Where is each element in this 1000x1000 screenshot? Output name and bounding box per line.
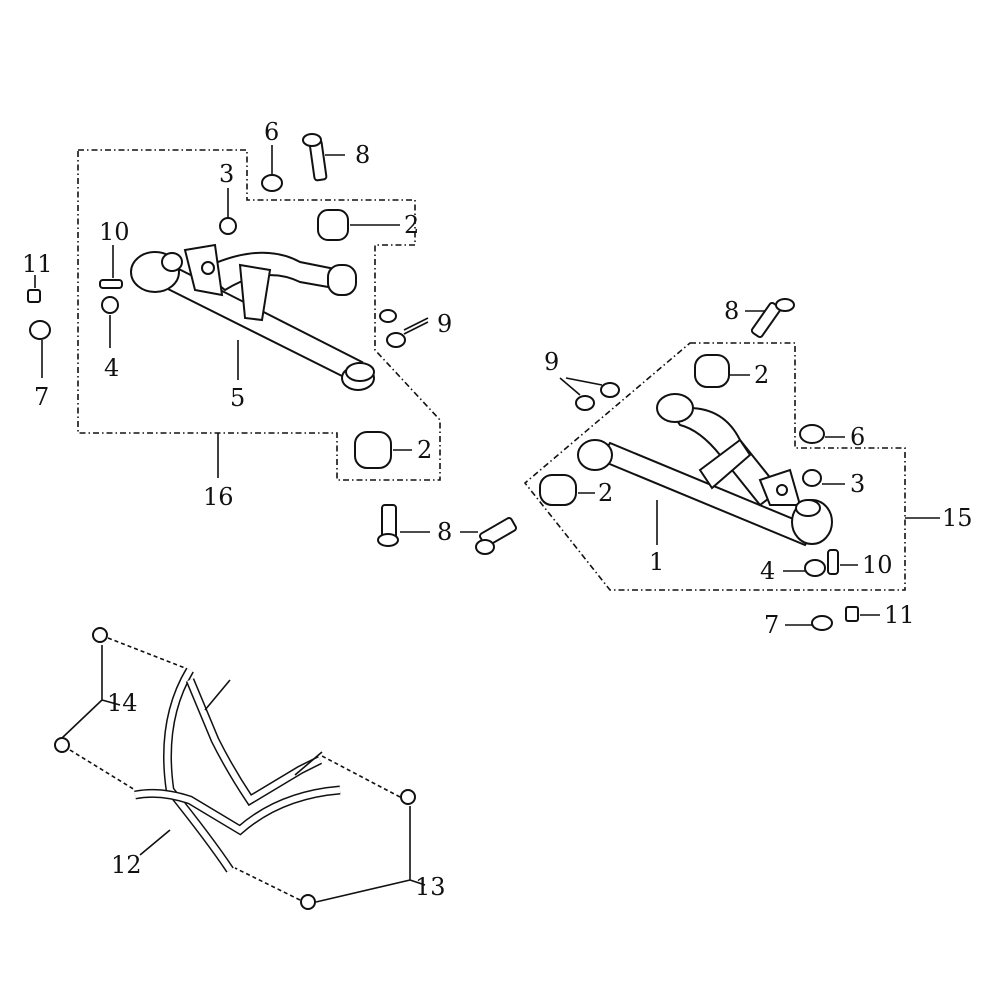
front-bumper-frame: [54, 627, 426, 910]
callout-8-mid: 8: [437, 518, 452, 546]
callout-10: 10: [99, 218, 130, 246]
left-assembly-outline: [77, 149, 441, 481]
right-small-parts: [539, 298, 880, 631]
left-labels: 6 8 3 2 10 11 9 4 5 7 2 16: [22, 118, 452, 511]
callout-4-right: 4: [760, 557, 775, 585]
callout-12: 12: [111, 851, 142, 879]
mid-bolts: [377, 504, 517, 555]
callout-6-right: 6: [850, 423, 865, 451]
callout-8-top: 8: [724, 297, 739, 325]
callout-10-right: 10: [862, 551, 893, 579]
callout-2b-right: 2: [598, 479, 613, 507]
callout-7-right: 7: [764, 611, 779, 639]
callout-2: 2: [404, 211, 419, 239]
callout-11: 11: [22, 250, 53, 278]
right-assembly-outline: [523, 342, 906, 591]
right-labels: 8 9 2 6 3 2 15 8 1 4 10 7 11: [437, 297, 973, 639]
callout-4: 4: [104, 354, 119, 382]
callout-8: 8: [355, 141, 370, 169]
callout-16: 16: [203, 483, 234, 511]
callout-9-right: 9: [544, 348, 559, 376]
left-control-arm: [130, 243, 375, 391]
callout-11-right: 11: [884, 601, 915, 629]
callout-15: 15: [942, 504, 973, 532]
right-control-arm: [577, 393, 833, 547]
callout-14: 14: [107, 689, 138, 717]
callout-3: 3: [219, 160, 234, 188]
callout-9: 9: [437, 310, 452, 338]
callout-2b: 2: [417, 436, 432, 464]
bumper-labels: 14 12 13: [107, 689, 446, 901]
callout-1: 1: [649, 548, 664, 576]
left-small-parts: [27, 133, 429, 478]
callout-5: 5: [230, 384, 245, 412]
callout-3-right: 3: [850, 470, 865, 498]
callout-2-right: 2: [754, 361, 769, 389]
callout-13: 13: [415, 873, 446, 901]
callout-7: 7: [34, 383, 49, 411]
callout-6: 6: [264, 118, 279, 146]
